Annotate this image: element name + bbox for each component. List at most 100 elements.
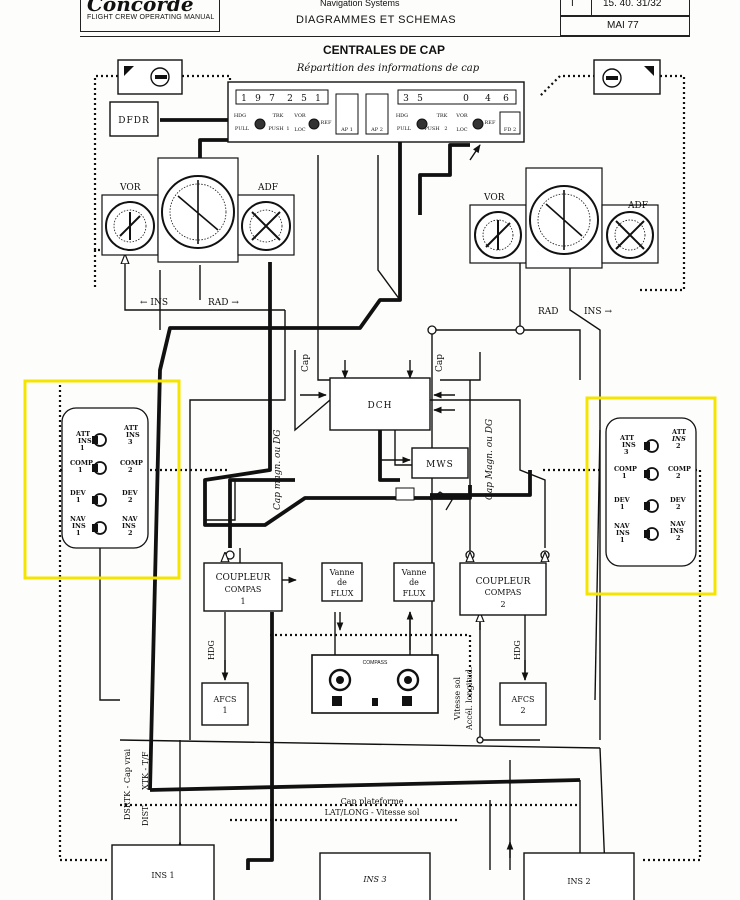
- svg-text:3: 3: [128, 438, 133, 446]
- svg-text:INS: INS: [126, 431, 140, 439]
- mws-box: MWS: [395, 447, 469, 511]
- svg-text:1: 1: [80, 444, 85, 452]
- svg-text:DEV: DEV: [70, 489, 87, 497]
- svg-text:COMP: COMP: [70, 459, 93, 467]
- label-hdg-left: HDG: [207, 640, 216, 660]
- svg-text:FD 2: FD 2: [504, 127, 516, 133]
- autopilot-control-panel: 1 9 7 2 5 1 3 5 0 4 6 AP 1 AP 2 FD 2: [227, 81, 525, 143]
- svg-text:DEV: DEV: [614, 496, 631, 504]
- svg-text:2: 2: [676, 534, 681, 542]
- svg-text:HDG: HDG: [234, 113, 246, 119]
- label-rad-left: RAD →: [208, 298, 239, 308]
- label-xtk: XTK - T/F: [141, 751, 150, 790]
- dfdr-box: DFDR: [109, 101, 159, 137]
- diagram-title: CENTRALES DE CAP: [323, 43, 445, 57]
- source-switch-panel-left: ATT INS 1 ATT INS 3 COMP 1 COMP 2 DEV 1 …: [61, 407, 149, 549]
- svg-text:ATT: ATT: [619, 434, 634, 442]
- svg-text:INS: INS: [671, 435, 686, 443]
- diagram-subtitle: Répartition des informations de cap: [296, 63, 480, 74]
- label-hdg-right: HDG: [513, 640, 522, 660]
- label-ins-right: INS →: [584, 307, 612, 317]
- svg-text:PUSH: PUSH: [424, 126, 440, 132]
- svg-text:NAV: NAV: [670, 520, 687, 528]
- svg-text:2: 2: [128, 496, 133, 504]
- key-switch-right: [593, 59, 661, 95]
- source-switch-panel-right: ATT INS 3 ATT INS 2 COMP 1 COMP 2 DEV 1 …: [605, 417, 697, 567]
- svg-text:DCH: DCH: [368, 401, 393, 411]
- label-accel: Accél. longitud.: [465, 667, 474, 731]
- svg-text:COUPLEUR: COUPLEUR: [476, 577, 531, 587]
- ins-3-box: INS 3: [319, 852, 431, 900]
- svg-text:2: 2: [128, 466, 133, 474]
- svg-text:NAV: NAV: [614, 522, 631, 530]
- label-rad-right: RAD: [538, 307, 559, 317]
- svg-text:Vanne: Vanne: [401, 568, 427, 577]
- thick-lines: [148, 118, 581, 870]
- chapter-title: Navigation Systems: [320, 0, 400, 8]
- svg-text:COUPLEUR: COUPLEUR: [216, 573, 271, 583]
- svg-text:TRK: TRK: [273, 113, 284, 119]
- issue-date: MAI 77: [607, 20, 639, 31]
- svg-text:MWS: MWS: [426, 460, 454, 470]
- svg-text:DEV: DEV: [122, 489, 139, 497]
- svg-text:DFDR: DFDR: [118, 116, 149, 126]
- label-cap-left: Cap: [301, 354, 311, 372]
- svg-text:de: de: [409, 578, 419, 587]
- svg-text:4: 4: [485, 94, 491, 104]
- flux-valve-2: Vanne de FLUX: [393, 562, 435, 602]
- svg-text:AP 2: AP 2: [370, 127, 383, 133]
- svg-text:FLUX: FLUX: [403, 589, 426, 598]
- svg-text:LOC: LOC: [456, 127, 467, 133]
- svg-text:1: 1: [240, 597, 245, 606]
- svg-text:1: 1: [286, 126, 289, 132]
- ins-1-box: INS 1: [111, 844, 215, 900]
- svg-text:6: 6: [503, 94, 509, 104]
- svg-text:7: 7: [269, 94, 275, 104]
- svg-text:AFCS: AFCS: [213, 695, 237, 704]
- svg-text:ATT: ATT: [671, 428, 686, 436]
- svg-text:AP 1: AP 1: [340, 127, 353, 133]
- svg-text:PULL: PULL: [235, 126, 250, 132]
- instrument-cluster-left: VOR ADF: [101, 157, 295, 263]
- svg-text:1: 1: [222, 706, 227, 715]
- compass-control-panel: COMPASS: [311, 654, 439, 714]
- manual-title: FLIGHT CREW OPERATING MANUAL: [87, 14, 215, 21]
- svg-text:TRK: TRK: [437, 113, 448, 119]
- svg-text:INS: INS: [78, 437, 92, 445]
- label-cap-plateforme: Cap plateforme: [341, 797, 404, 806]
- svg-text:3: 3: [624, 448, 629, 456]
- svg-text:5: 5: [417, 94, 423, 104]
- page-ref-cell: I 15. 40. 31/32: [560, 0, 690, 16]
- svg-text:REF: REF: [321, 120, 332, 126]
- section-title: DIAGRAMMES ET SCHEMAS: [296, 14, 457, 26]
- key-switch-left: [117, 59, 183, 95]
- svg-text:0: 0: [463, 94, 469, 104]
- thin-lines: [99, 155, 606, 871]
- svg-text:LOC: LOC: [294, 127, 305, 133]
- svg-text:2: 2: [287, 94, 293, 104]
- date-cell: MAI 77: [560, 16, 690, 36]
- svg-text:5: 5: [301, 94, 307, 104]
- svg-text:AFCS: AFCS: [511, 695, 535, 704]
- svg-text:ADF: ADF: [257, 183, 278, 193]
- svg-text:ATT: ATT: [75, 430, 90, 438]
- dch-box: DCH: [329, 377, 431, 431]
- svg-text:2: 2: [676, 442, 681, 450]
- svg-text:1: 1: [622, 472, 627, 480]
- svg-text:2: 2: [676, 503, 681, 511]
- label-cap-magn-right: Cap Magn. ou DG: [485, 419, 495, 500]
- instrument-cluster-right: VOR ADF: [469, 167, 659, 269]
- brand-cell: Concorde FLIGHT CREW OPERATING MANUAL: [80, 0, 220, 32]
- svg-text:1: 1: [620, 503, 625, 511]
- svg-text:1: 1: [76, 496, 81, 504]
- label-ins-left: ← INS: [140, 298, 168, 308]
- svg-text:1: 1: [620, 536, 625, 544]
- label-cap-magn-left: Cap magn. ou DG: [273, 429, 283, 510]
- svg-text:NAV: NAV: [70, 515, 87, 523]
- svg-text:COMPASS: COMPASS: [363, 660, 388, 666]
- label-dist: DIST: [141, 805, 150, 826]
- svg-text:INS 1: INS 1: [151, 871, 174, 880]
- svg-text:1: 1: [315, 94, 321, 104]
- svg-text:ATT: ATT: [123, 424, 138, 432]
